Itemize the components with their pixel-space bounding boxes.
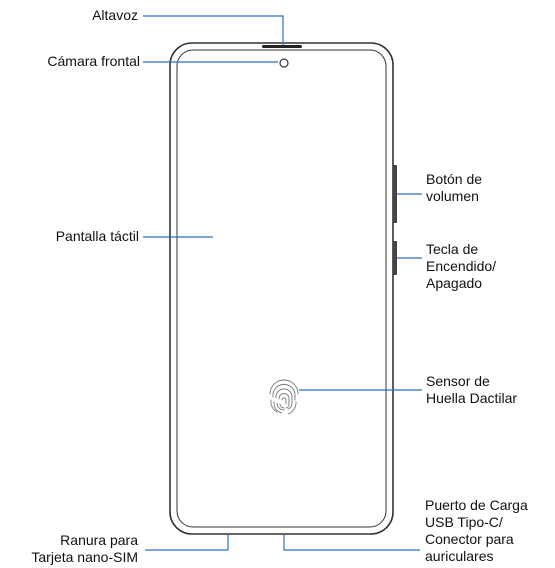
charging-port-label: Puerto de Carga USB Tipo-C/ Conector par…	[425, 497, 528, 564]
phone-screen-outline	[176, 49, 387, 528]
power-key-label: Tecla de Encendido/ Apagado	[426, 241, 497, 291]
fingerprint-sensor-label: Sensor de Huella Dactilar	[426, 373, 518, 406]
volume-button-label: Botón de volumen	[426, 171, 483, 204]
touchscreen-label: Pantalla táctil	[55, 228, 139, 244]
fingerprint-icon	[269, 379, 299, 415]
speaker-leader	[143, 15, 284, 45]
leader-lines	[143, 15, 422, 551]
speaker-grille	[262, 45, 302, 48]
power-button	[393, 241, 397, 275]
volume-button	[393, 165, 397, 223]
front-camera-label: Cámara frontal	[47, 53, 140, 69]
sim-slot-label: Ranura para Tarjeta nano-SIM	[31, 532, 138, 565]
front-camera-lens	[279, 58, 289, 68]
charging-port-leader	[283, 534, 420, 551]
sim-slot-leader	[145, 534, 229, 551]
phone-body-outline	[169, 42, 394, 535]
speaker-label: Altavoz	[92, 7, 138, 23]
